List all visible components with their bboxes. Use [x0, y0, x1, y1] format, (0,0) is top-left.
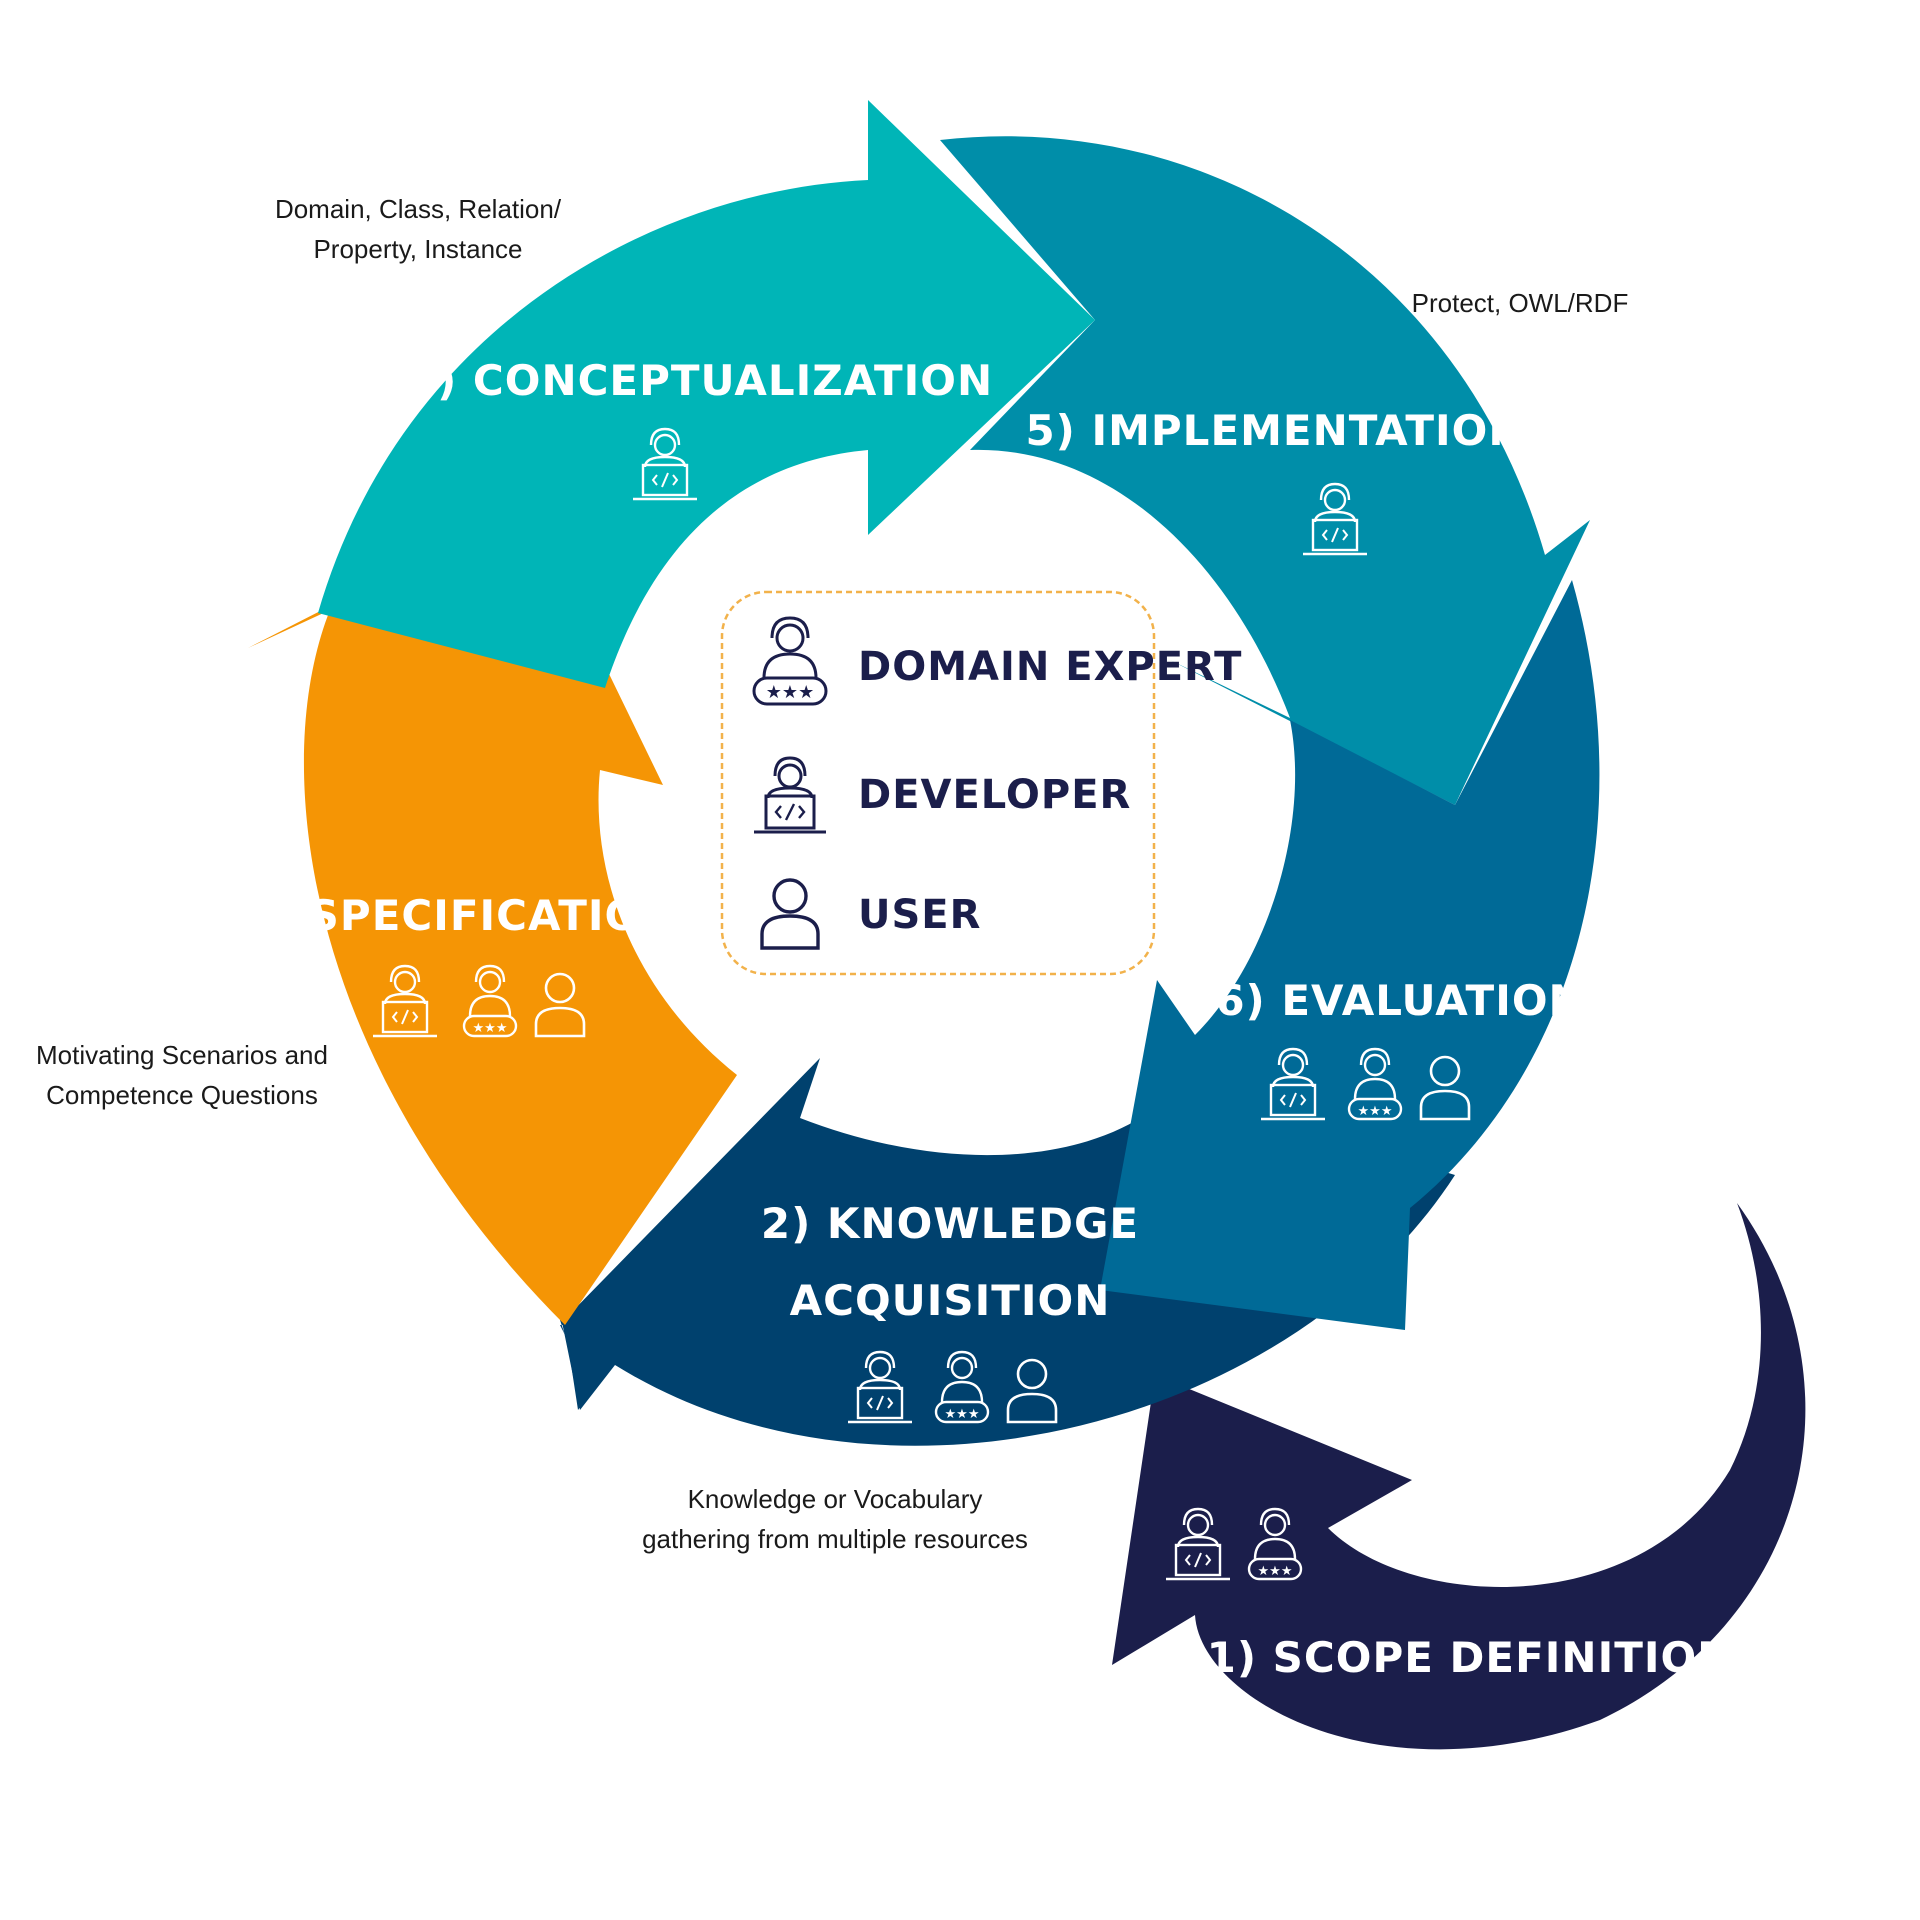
- title-knowledge-line1: 2) KNOWLEDGE: [761, 1199, 1139, 1248]
- note-conceptualization-line1: Domain, Class, Relation/: [275, 194, 562, 224]
- title-knowledge-line2: ACQUISITION: [790, 1276, 1111, 1325]
- note-knowledge-line2: gathering from multiple resources: [642, 1524, 1028, 1554]
- title-specification: 3) SPECIFICATION: [243, 891, 678, 940]
- title-evaluation: 6) EVALUATION: [1215, 976, 1584, 1025]
- arrow-implementation: [940, 136, 1590, 805]
- legend: DOMAIN EXPERT DEVELOPER USER: [720, 590, 1242, 976]
- title-conceptualization: 4) CONCEPTUALIZATION: [407, 356, 993, 405]
- legend-box: [720, 590, 1156, 976]
- title-implementation: 5) IMPLEMENTATION: [1025, 406, 1524, 455]
- note-specification-line2: Competence Questions: [46, 1080, 318, 1110]
- arrow-conceptualization: [318, 100, 1095, 688]
- stage-titles: 4) CONCEPTUALIZATION 5) IMPLEMENTATION 3…: [243, 356, 1734, 1682]
- legend-label-domain-expert: DOMAIN EXPERT: [858, 644, 1242, 690]
- cycle-arrows: [248, 100, 1806, 1750]
- note-implementation: Protect, OWL/RDF: [1412, 288, 1629, 318]
- arrow-scope-definition: [1112, 1203, 1806, 1750]
- note-specification-line1: Motivating Scenarios and: [36, 1040, 328, 1070]
- arrow-evaluation: [1100, 580, 1600, 1330]
- note-conceptualization-line2: Property, Instance: [313, 234, 522, 264]
- legend-label-user: USER: [858, 892, 981, 938]
- notes: Domain, Class, Relation/ Property, Insta…: [36, 194, 1628, 1554]
- title-scope-definition: 1) SCOPE DEFINITION: [1207, 1633, 1734, 1682]
- legend-label-developer: DEVELOPER: [858, 772, 1131, 818]
- arrow-specification: [248, 505, 737, 1325]
- note-knowledge-line1: Knowledge or Vocabulary: [688, 1484, 983, 1514]
